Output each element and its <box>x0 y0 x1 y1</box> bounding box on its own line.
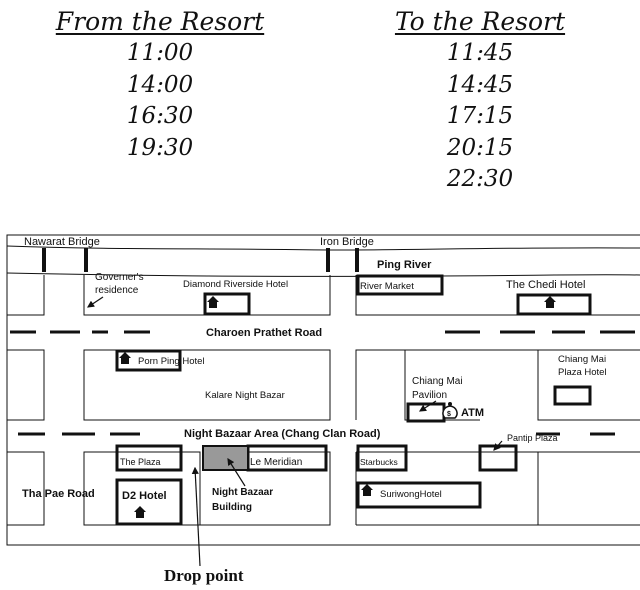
nawarat-bridge-label: Nawarat Bridge <box>24 236 100 248</box>
le-meridian-label: Le Meridian <box>250 457 302 468</box>
from-resort-column: From the Resort 11:00 14:00 16:30 19:30 <box>50 0 270 164</box>
house-icon <box>119 352 131 364</box>
diamond-riverside-label: Diamond Riverside Hotel <box>183 279 288 290</box>
d2-hotel-label: D2 Hotel <box>122 490 167 502</box>
return-time: 22:30 <box>446 166 514 192</box>
house-icon <box>207 296 219 308</box>
return-time: 17:15 <box>446 103 514 129</box>
iron-bridge-post <box>326 248 330 272</box>
iron-bridge-label: Iron Bridge <box>320 236 374 248</box>
chedi-hotel-label: The Chedi Hotel <box>506 279 586 291</box>
nawarat-bridge-post <box>42 248 46 272</box>
nawarat-bridge-post <box>84 248 88 272</box>
money-bag-icon: $ <box>442 402 458 419</box>
to-resort-column: To the Resort 11:45 14:45 17:15 20:15 22… <box>365 0 595 196</box>
river-market-label: River Market <box>360 281 414 292</box>
pantip-plaza-label: Pantip Plaza <box>507 433 558 443</box>
house-icon <box>361 484 373 496</box>
night-bazaar-area-road-label: Night Bazaar Area (Chang Clan Road) <box>184 428 381 440</box>
kalare-night-bazar-label: Kalare Night Bazar <box>205 390 285 401</box>
departure-time: 19:30 <box>126 134 194 161</box>
porn-ping-hotel-label: Porn Ping Hotel <box>138 356 205 367</box>
tha-pae-road-label: Tha Pae Road <box>22 488 95 500</box>
charoen-prathet-road-label: Charoen Prathet Road <box>206 327 322 339</box>
night-bazaar-building-label-line1: Night Bazaar <box>212 487 273 498</box>
to-resort-heading: To the Resort <box>394 7 566 36</box>
ping-river-label: Ping River <box>377 259 432 271</box>
drop-point-label: Drop point <box>164 566 244 585</box>
night-bazaar-building <box>202 445 249 471</box>
chiang-mai-pavilion-label-line2: Pavilion <box>412 390 447 401</box>
chiang-mai-plaza-hotel-label-line1: Chiang Mai <box>558 354 606 365</box>
return-time: 11:45 <box>446 40 514 66</box>
the-plaza-label: The Plaza <box>120 457 161 467</box>
suriwong-hotel-label: SuriwongHotel <box>380 489 442 500</box>
chiang-mai-plaza-hotel-label-line2: Plaza Hotel <box>558 367 607 378</box>
house-icon <box>544 296 556 308</box>
governor-residence-label-line2: residence <box>95 285 139 296</box>
return-time: 20:15 <box>446 134 514 161</box>
svg-text:$: $ <box>447 411 451 418</box>
iron-bridge-post <box>355 248 359 272</box>
buildings <box>115 274 592 526</box>
departure-time: 11:00 <box>126 40 194 66</box>
atm-label: ATM <box>461 407 484 419</box>
house-icon <box>134 506 146 518</box>
departure-time: 16:30 <box>126 103 194 129</box>
chiang-mai-pavilion-label-line1: Chiang Mai <box>412 376 463 387</box>
road-centerlines <box>10 330 635 436</box>
night-bazaar-building-label-line2: Building <box>212 502 252 513</box>
starbucks-label: Starbucks <box>360 457 398 467</box>
departure-time: 14:00 <box>126 71 194 98</box>
pointer-arrows <box>87 296 503 567</box>
governor-residence-label-line1: Governer's <box>95 272 144 283</box>
from-resort-heading: From the Resort <box>55 7 265 36</box>
area-map: $ Nawarat Bridge Iron Bridge Ping River … <box>6 234 640 567</box>
return-time: 14:45 <box>446 71 514 98</box>
